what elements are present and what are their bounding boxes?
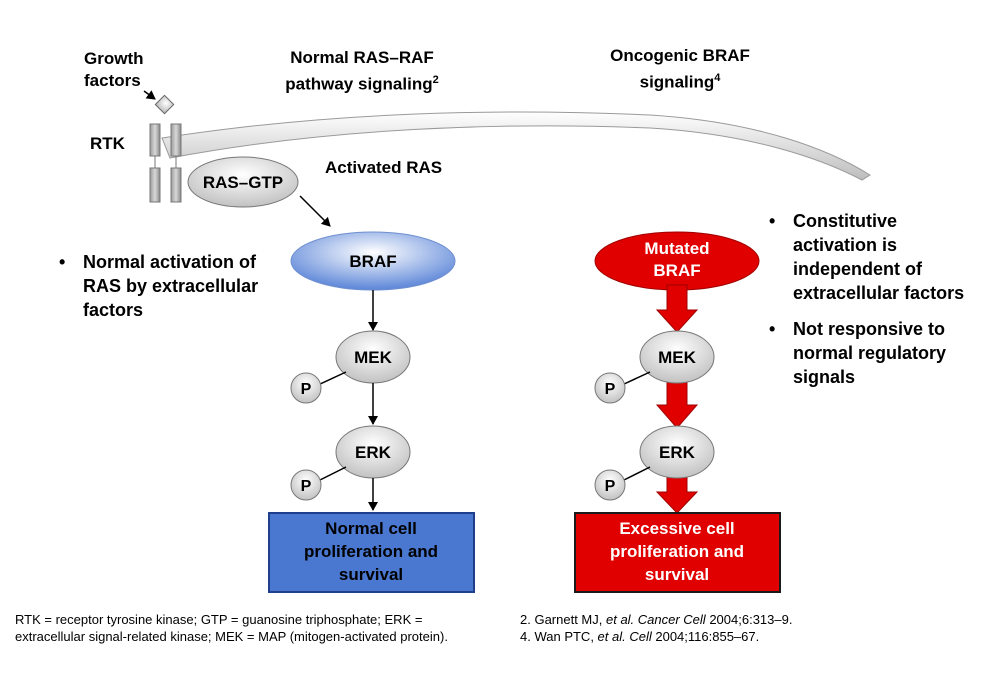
right-mek-phospho-label: P [605,381,616,398]
growth-factor-arrow [143,90,156,100]
normal-header-ref: 2 [432,74,439,86]
normal-outcome-line2: proliferation and [304,542,438,561]
growth-line1: Growth [84,49,144,68]
normal-outcome-box [268,512,475,593]
cell-membrane [161,111,871,181]
onco-header-ref: 4 [714,72,721,84]
excessive-outcome-line2: proliferation and [610,542,744,561]
mek-phospho [290,372,322,404]
right-bullet-item: Not responsive to normal regulatory sign… [765,317,985,389]
erk-phospho [290,469,322,501]
onco-header-line1: Oncogenic BRAF [610,46,750,65]
ref2-prefix: 2. Garnett MJ, [520,612,606,627]
abbreviations-footnote: RTK = receptor tyrosine kinase; GTP = gu… [15,612,448,644]
ras-gtp-label: RAS–GTP [203,173,283,192]
braf-to-mek-red-arrow [655,284,699,333]
ref2-italic: et al. Cancer Cell [605,612,706,627]
growth-factor-ligand [154,94,175,115]
mutated-braf-line1: Mutated [644,239,709,258]
growth-factors-label: Growth factors [84,48,144,92]
normal-header-line1: Normal RAS–RAF [290,48,434,67]
onco-header-line2: signaling4 [590,67,770,94]
rtk-label: RTK [90,134,125,153]
left-bullet-item: Normal activation of RAS by extracellula… [55,250,280,322]
excessive-outcome-box [574,512,781,593]
ref2-suffix: 2004;6:313–9. [705,612,793,627]
erk-phospho-label: P [301,478,312,495]
growth-line2: factors [84,71,141,90]
braf-label: BRAF [349,252,396,271]
activated-ras-label: Activated RAS [325,158,443,177]
mek-phospho-label: P [301,381,312,398]
rtk-receptor [149,123,182,203]
right-mek-label: MEK [658,348,697,367]
mutated-braf-line2: BRAF [653,261,700,280]
excessive-outcome-line1: Excessive cell [619,519,734,538]
mek-to-erk-red-arrow [655,379,699,429]
reference-2: 2. Garnett MJ, et al. Cancer Cell 2004;6… [520,611,900,628]
normal-outcome-line3: survival [339,565,403,584]
ref4-prefix: 4. Wan PTC, [520,629,598,644]
normal-header-text: pathway signaling [285,74,433,94]
erk-label: ERK [355,443,392,462]
right-erk-phospho [594,469,626,501]
ras-gtp-node [187,156,299,208]
ref4-suffix: 2004;116:855–67. [651,629,760,644]
right-erk-node [639,425,715,479]
onco-header-text: signaling [639,72,715,92]
mek-label: MEK [354,348,393,367]
normal-outcome-line1: Normal cell [325,519,417,538]
normal-pathway-header: Normal RAS–RAF pathway signaling2 [262,47,462,96]
oncogenic-pathway-header: Oncogenic BRAF signaling4 [590,45,770,94]
reference-4: 4. Wan PTC, et al. Cell 2004;116:855–67. [520,628,900,645]
right-erk-phospho-label: P [605,478,616,495]
right-bullets: Constitutive activation is independent o… [765,209,985,389]
ras-to-braf-arrow [299,195,331,227]
left-bullets: Normal activation of RAS by extracellula… [55,250,280,322]
normal-header-line2: pathway signaling2 [262,69,462,96]
right-bullet-item: Constitutive activation is independent o… [765,209,985,305]
ref4-italic: et al. Cell [597,629,652,644]
right-mek-phospho [594,372,626,404]
references: 2. Garnett MJ, et al. Cancer Cell 2004;6… [520,611,900,645]
right-erk-label: ERK [659,443,696,462]
right-mek-node [639,330,715,384]
excessive-outcome-line3: survival [645,565,709,584]
erk-to-outcome-red-arrow [655,474,699,514]
